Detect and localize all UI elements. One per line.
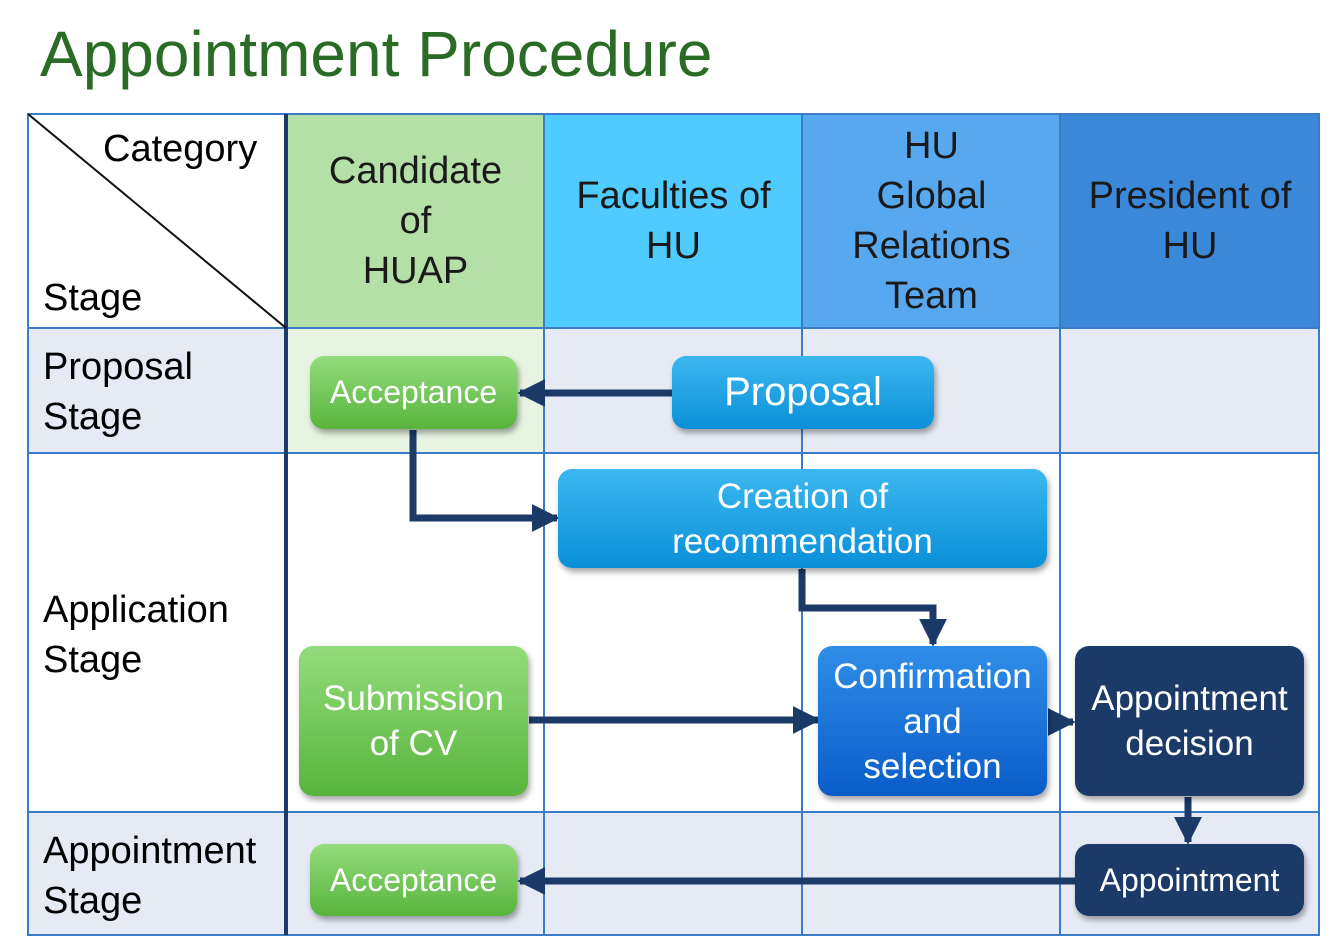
proposal-step: Proposal xyxy=(672,356,934,429)
stage-label-proposal: Proposal Stage xyxy=(43,346,193,438)
stage-label-appointment: Appointment Stage xyxy=(43,830,257,922)
proposal-row-label-cell xyxy=(28,329,286,453)
confirmation-and-selection-step: Confirmation and selection xyxy=(818,646,1047,796)
corner-category-label: Category xyxy=(103,128,258,170)
appointment-step: Appointment xyxy=(1075,844,1304,916)
stage-label-application: Application Stage xyxy=(43,589,229,681)
acceptance-appointment-step: Acceptance xyxy=(310,844,517,916)
submission-of-cv-step: Submission of CV xyxy=(299,646,528,796)
column-header-faculties: Faculties of HU xyxy=(545,114,802,328)
column-header-global-relations: HU Global Relations Team xyxy=(803,114,1060,328)
corner-diagonal xyxy=(27,113,287,329)
creation-of-recommendation-step: Creation of recommendation xyxy=(558,469,1047,568)
acceptance-proposal-step: Acceptance xyxy=(310,356,517,429)
appointment-decision-step: Appointment decision xyxy=(1075,646,1304,796)
column-header-president: President of HU xyxy=(1061,114,1319,328)
arrow-creation-to-confirmation xyxy=(798,569,947,647)
corner-stage-label: Stage xyxy=(43,277,143,319)
column-header-candidate: Candidate of HUAP xyxy=(287,114,544,328)
arrow-acceptance-to-creation xyxy=(409,430,560,532)
page-title: Appointment Procedure xyxy=(40,18,713,90)
